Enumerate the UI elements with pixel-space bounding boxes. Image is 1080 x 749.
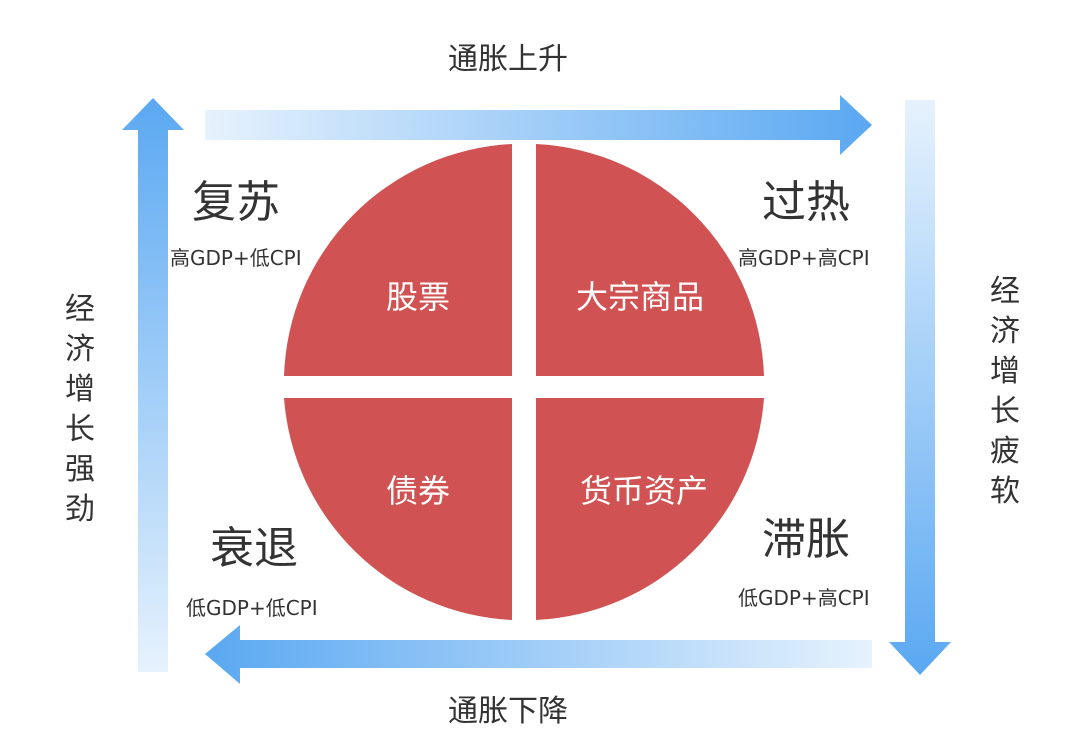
arrow-right-top — [205, 95, 872, 155]
asset-bonds: 债券 — [385, 472, 450, 510]
condition-overheat: 高GDP+高CPI — [738, 246, 870, 270]
phase-recovery: 复苏 — [192, 177, 280, 228]
quadrant-cash — [536, 398, 764, 620]
arrow-down-right — [889, 100, 951, 675]
asset-cash: 货币资产 — [579, 472, 708, 510]
quadrant-bonds — [284, 398, 512, 620]
quadrant-stocks — [284, 144, 512, 376]
phase-overheat: 过热 — [762, 177, 850, 228]
asset-stocks: 股票 — [385, 278, 450, 316]
condition-recession: 低GDP+低CPI — [186, 596, 318, 620]
arrow-left-bottom — [205, 625, 872, 684]
asset-commodities: 大宗商品 — [575, 278, 704, 316]
phase-stagflation: 滞胀 — [762, 514, 850, 565]
axis-label-top: 通胀上升 — [448, 42, 568, 77]
condition-recovery: 高GDP+低CPI — [170, 246, 302, 270]
axis-label-right: 经济增长疲软 — [990, 274, 1020, 509]
quadrant-commodities — [536, 144, 764, 376]
arrow-up-left — [122, 98, 184, 672]
axis-label-left: 经济增长强劲 — [65, 292, 95, 527]
condition-stagflation: 低GDP+高CPI — [738, 586, 870, 610]
axis-label-bottom: 通胀下降 — [448, 694, 568, 729]
phase-recession: 衰退 — [210, 523, 298, 574]
